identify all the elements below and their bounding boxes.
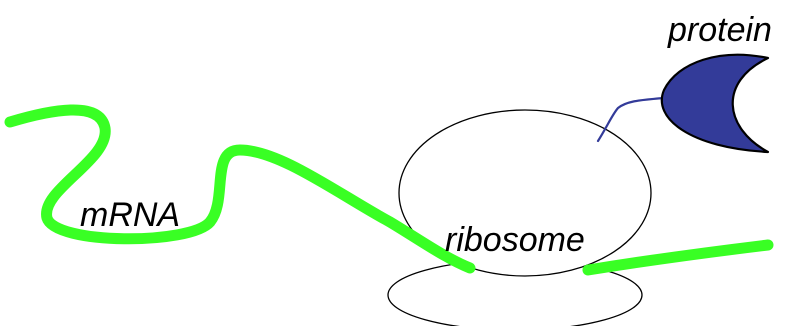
ribosome-label: ribosome xyxy=(445,221,585,259)
protein-crescent xyxy=(660,53,770,154)
mrna-label: mRNA xyxy=(80,196,180,234)
protein-label: protein xyxy=(667,11,772,49)
mrna-strand-right xyxy=(582,239,774,276)
peptide-chain xyxy=(596,96,665,143)
ribosome-large-subunit xyxy=(398,109,652,277)
mrna-strand-left xyxy=(4,104,476,274)
